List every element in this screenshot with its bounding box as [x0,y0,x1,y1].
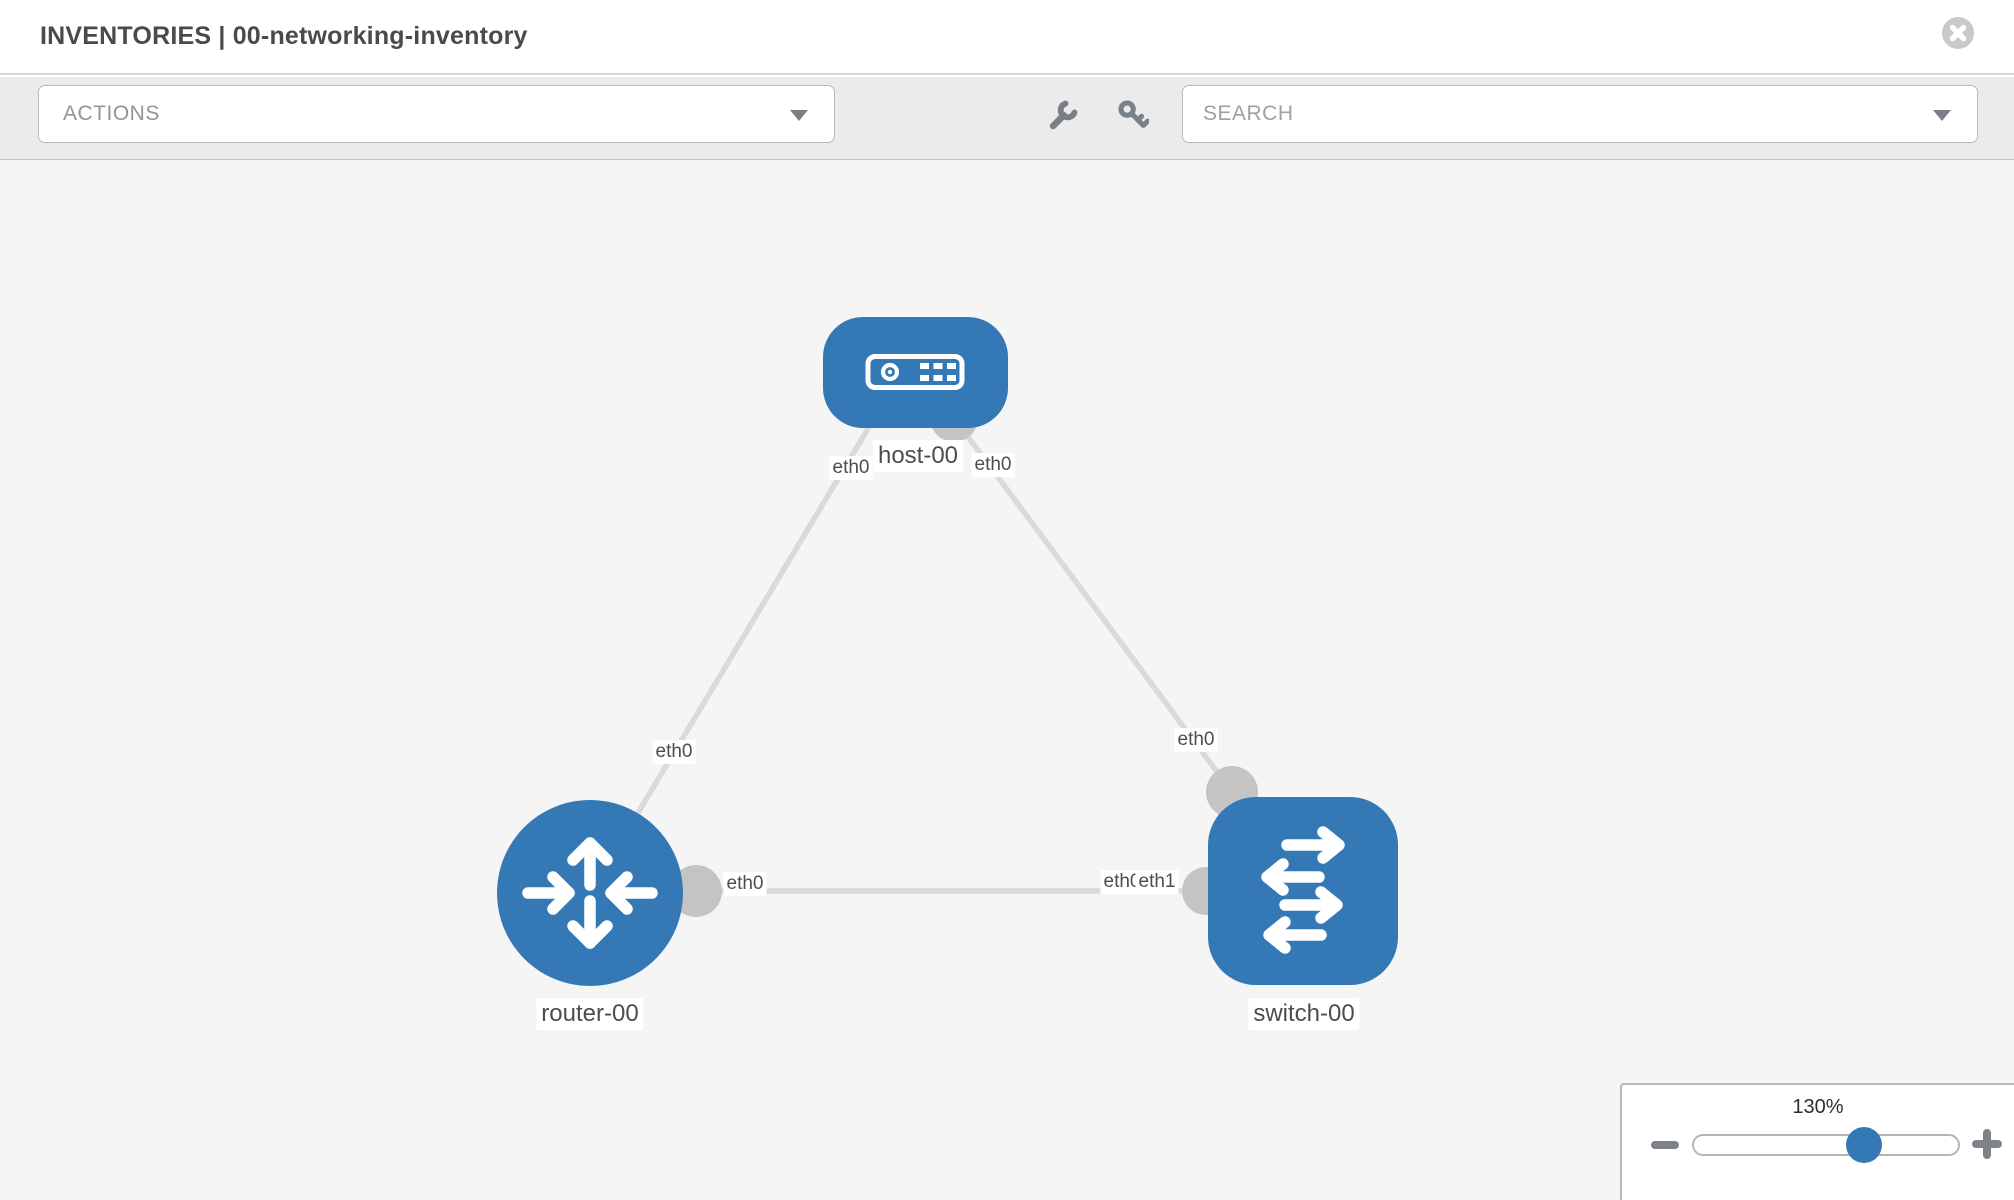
zoom-slider-knob[interactable] [1846,1127,1882,1163]
links [587,410,1235,895]
zoom-slider-track[interactable] [1692,1134,1960,1156]
page-title: INVENTORIES | 00-networking-inventory [40,22,528,50]
node-switch-00[interactable] [1208,797,1398,985]
if-label-router-to-host: eth0 [652,740,696,764]
node-label-host: host-00 [872,440,964,472]
node-host-00[interactable] [823,317,1008,428]
if-label-host-to-router: eth0 [829,456,873,480]
switch-icon [1261,826,1345,954]
wrench-icon[interactable] [1047,99,1079,131]
zoom-panel: 130% [1620,1083,2014,1200]
search-dropdown[interactable]: SEARCH [1182,85,1978,143]
zoom-out-icon[interactable] [1651,1131,1679,1159]
router-icon [522,837,658,949]
if-label-switch-to-router: eth1 [1135,870,1179,894]
interface-dot [670,865,722,917]
node-label-router: router-00 [536,998,644,1030]
toolbar: ACTIONS SEARCH [0,77,2014,160]
chevron-down-icon [790,110,808,121]
zoom-in-icon[interactable] [1972,1129,2002,1159]
if-label-switch-to-host: eth0 [1174,728,1218,752]
search-placeholder: SEARCH [1203,102,1294,125]
topology-canvas[interactable]: host-00 router-00 switch-00 eth0 eth0 et… [0,160,2014,1200]
link-host-router [587,410,881,895]
actions-dropdown[interactable]: ACTIONS [38,85,835,143]
close-icon[interactable] [1942,17,1974,49]
interface-dots [670,394,1258,917]
key-icon[interactable] [1117,99,1149,131]
if-label-host-to-switch: eth0 [971,453,1015,477]
zoom-level: 130% [1792,1096,1844,1118]
actions-dropdown-label: ACTIONS [63,102,160,125]
node-label-switch: switch-00 [1248,998,1360,1030]
host-icon [865,354,965,390]
node-router-00[interactable] [497,800,683,986]
if-label-router-to-switch: eth0 [723,872,767,896]
page-header: INVENTORIES | 00-networking-inventory [0,0,2014,75]
chevron-down-icon [1933,110,1951,121]
